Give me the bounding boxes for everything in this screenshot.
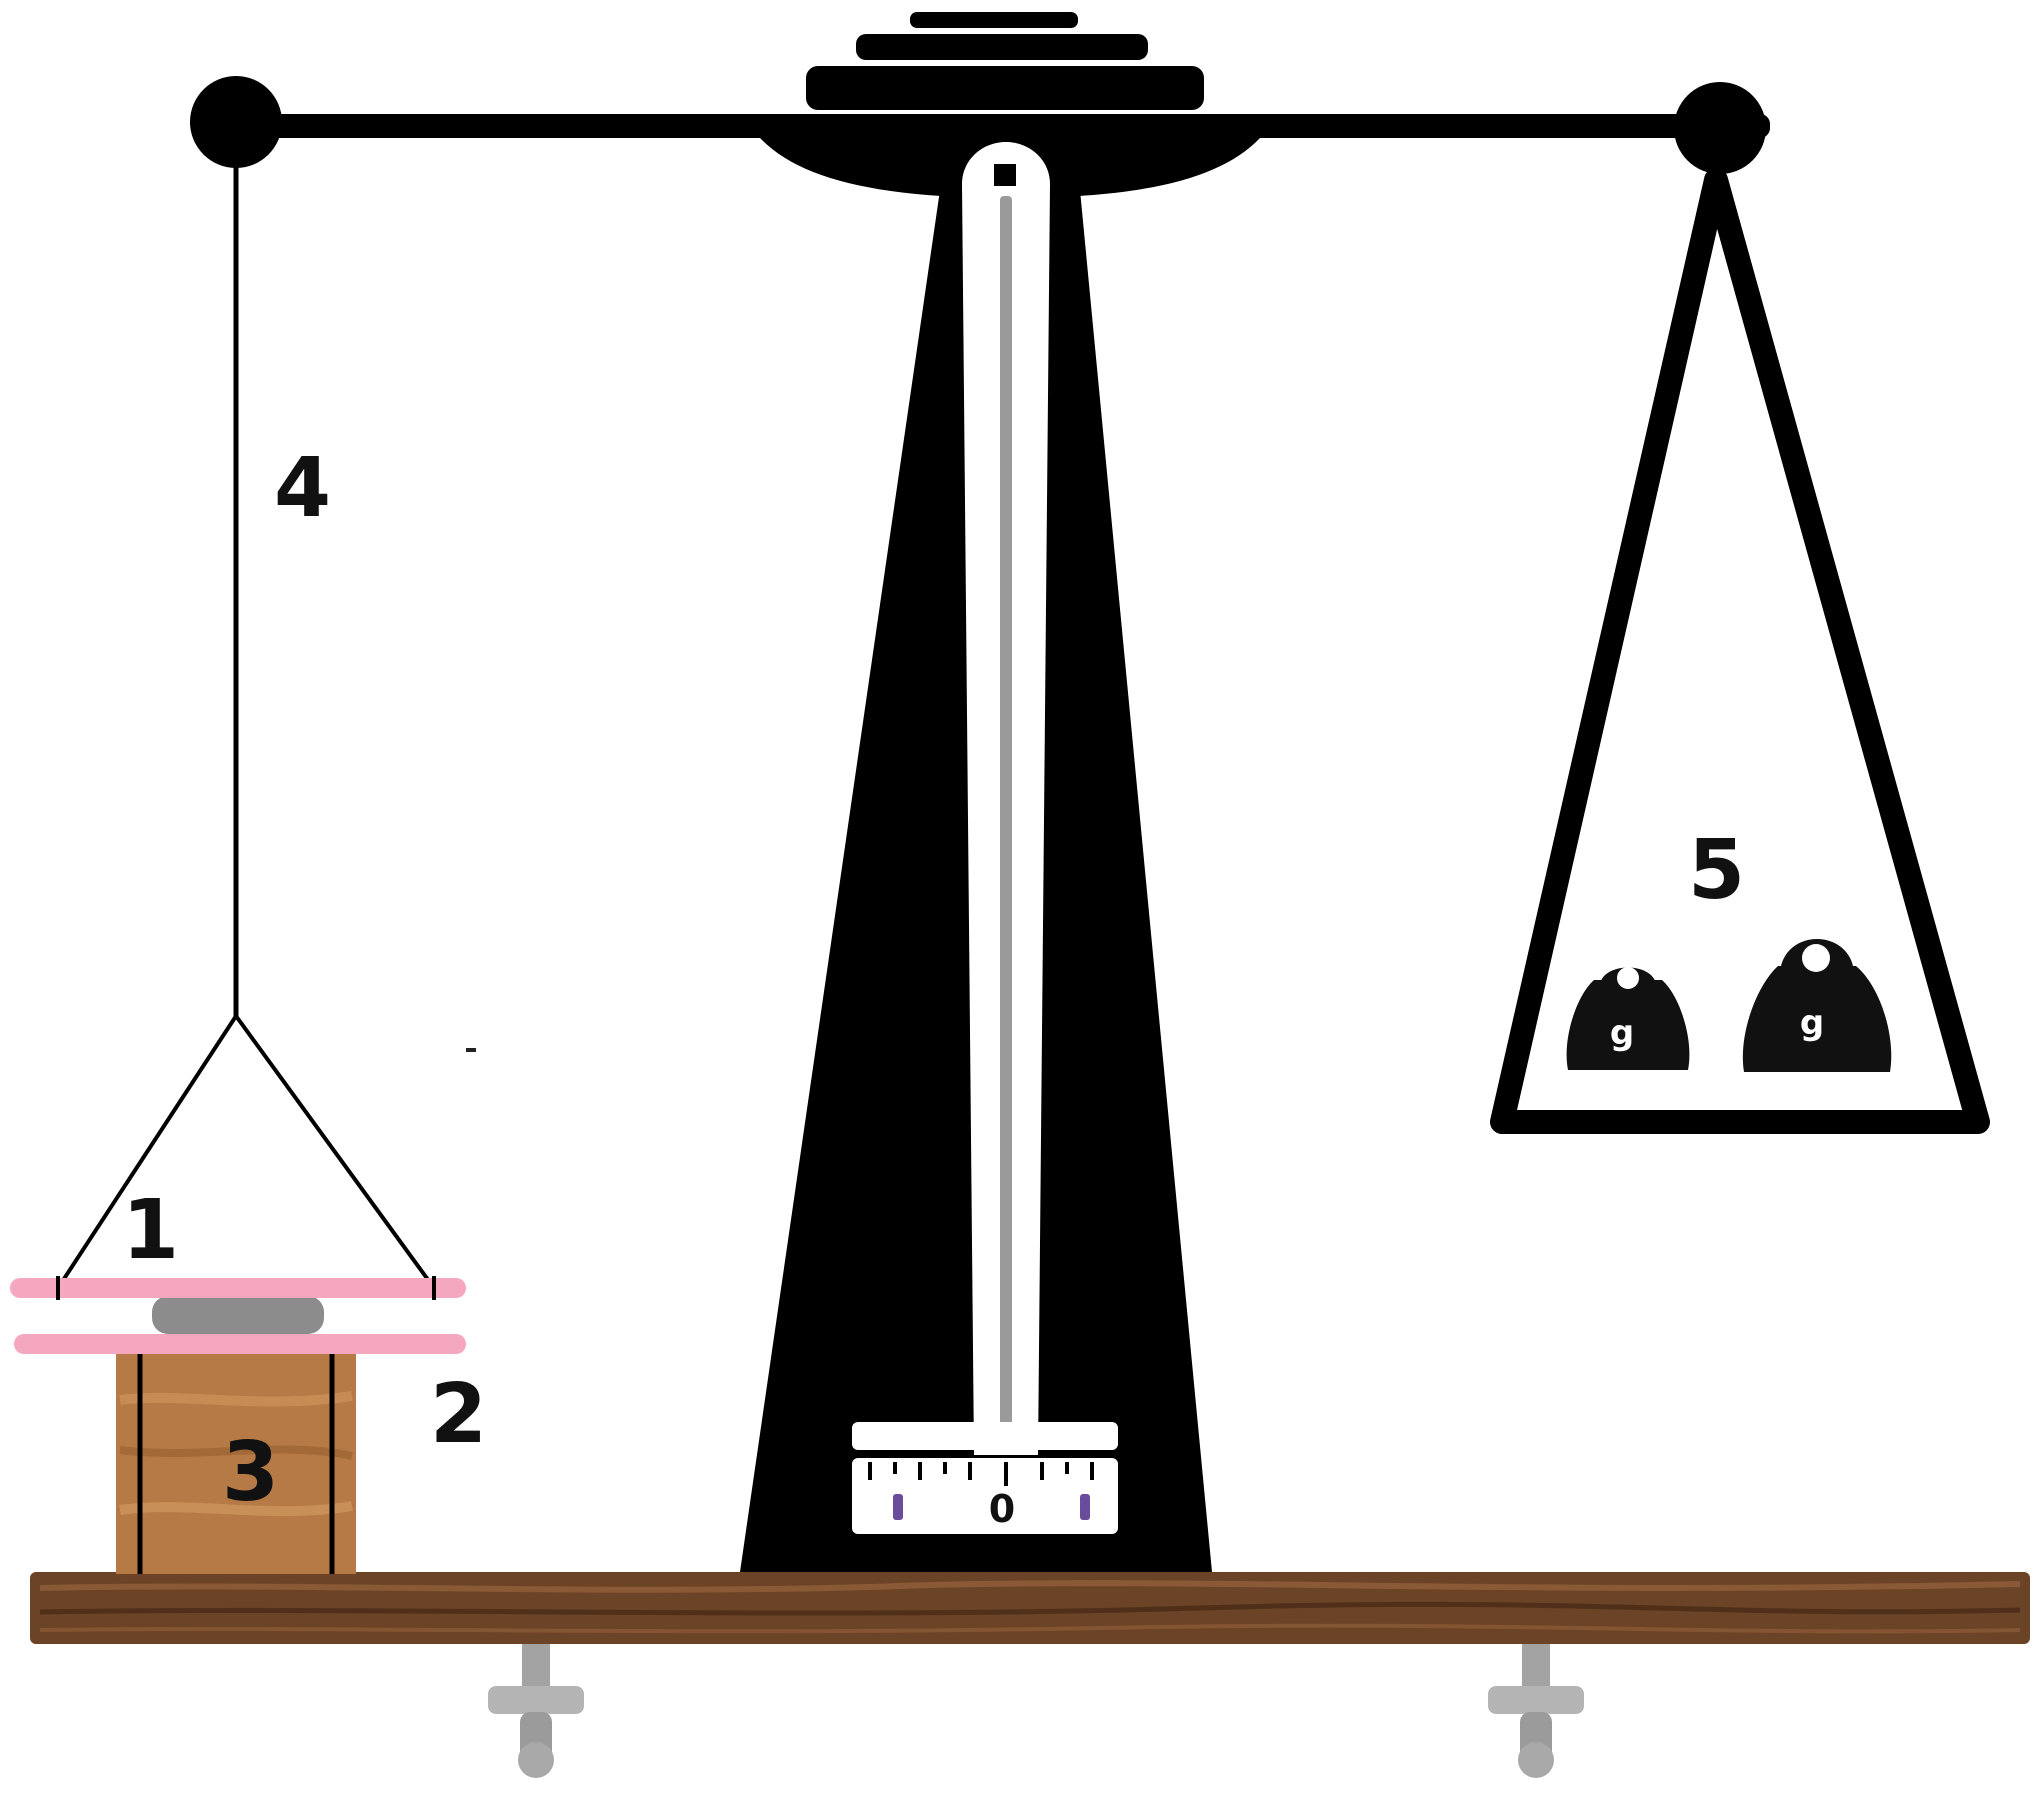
scale-reading: 0 [989,1487,1015,1531]
beam-left-knob [190,76,282,168]
weight-left-label: g [1610,1013,1634,1053]
label-3: 3 [222,1425,279,1520]
beam-right-knob [1674,82,1766,174]
label-1: 1 [122,1183,179,1278]
stray-mark [466,1048,476,1052]
lower-glass-plate [14,1334,466,1354]
scale-dial: 0 [852,1422,1118,1534]
wooden-block [116,1346,356,1574]
left-hanger [56,160,436,1290]
label-5: 5 [1688,823,1745,918]
balance-pointer [962,142,1050,1455]
balance-beam [190,12,1770,198]
weight-right-label: g [1800,1003,1824,1043]
weight-right: g [1742,939,1892,1072]
clamp-left [488,1644,584,1778]
label-4: 4 [274,441,331,536]
wooden-base-board [30,1572,2030,1644]
weight-left: g [1566,967,1690,1070]
right-pan-frame [1490,168,1990,1134]
upper-glass-plate [10,1278,466,1298]
clamp-right [1488,1644,1584,1778]
label-2: 2 [430,1367,487,1462]
specimen-disc [152,1296,324,1334]
